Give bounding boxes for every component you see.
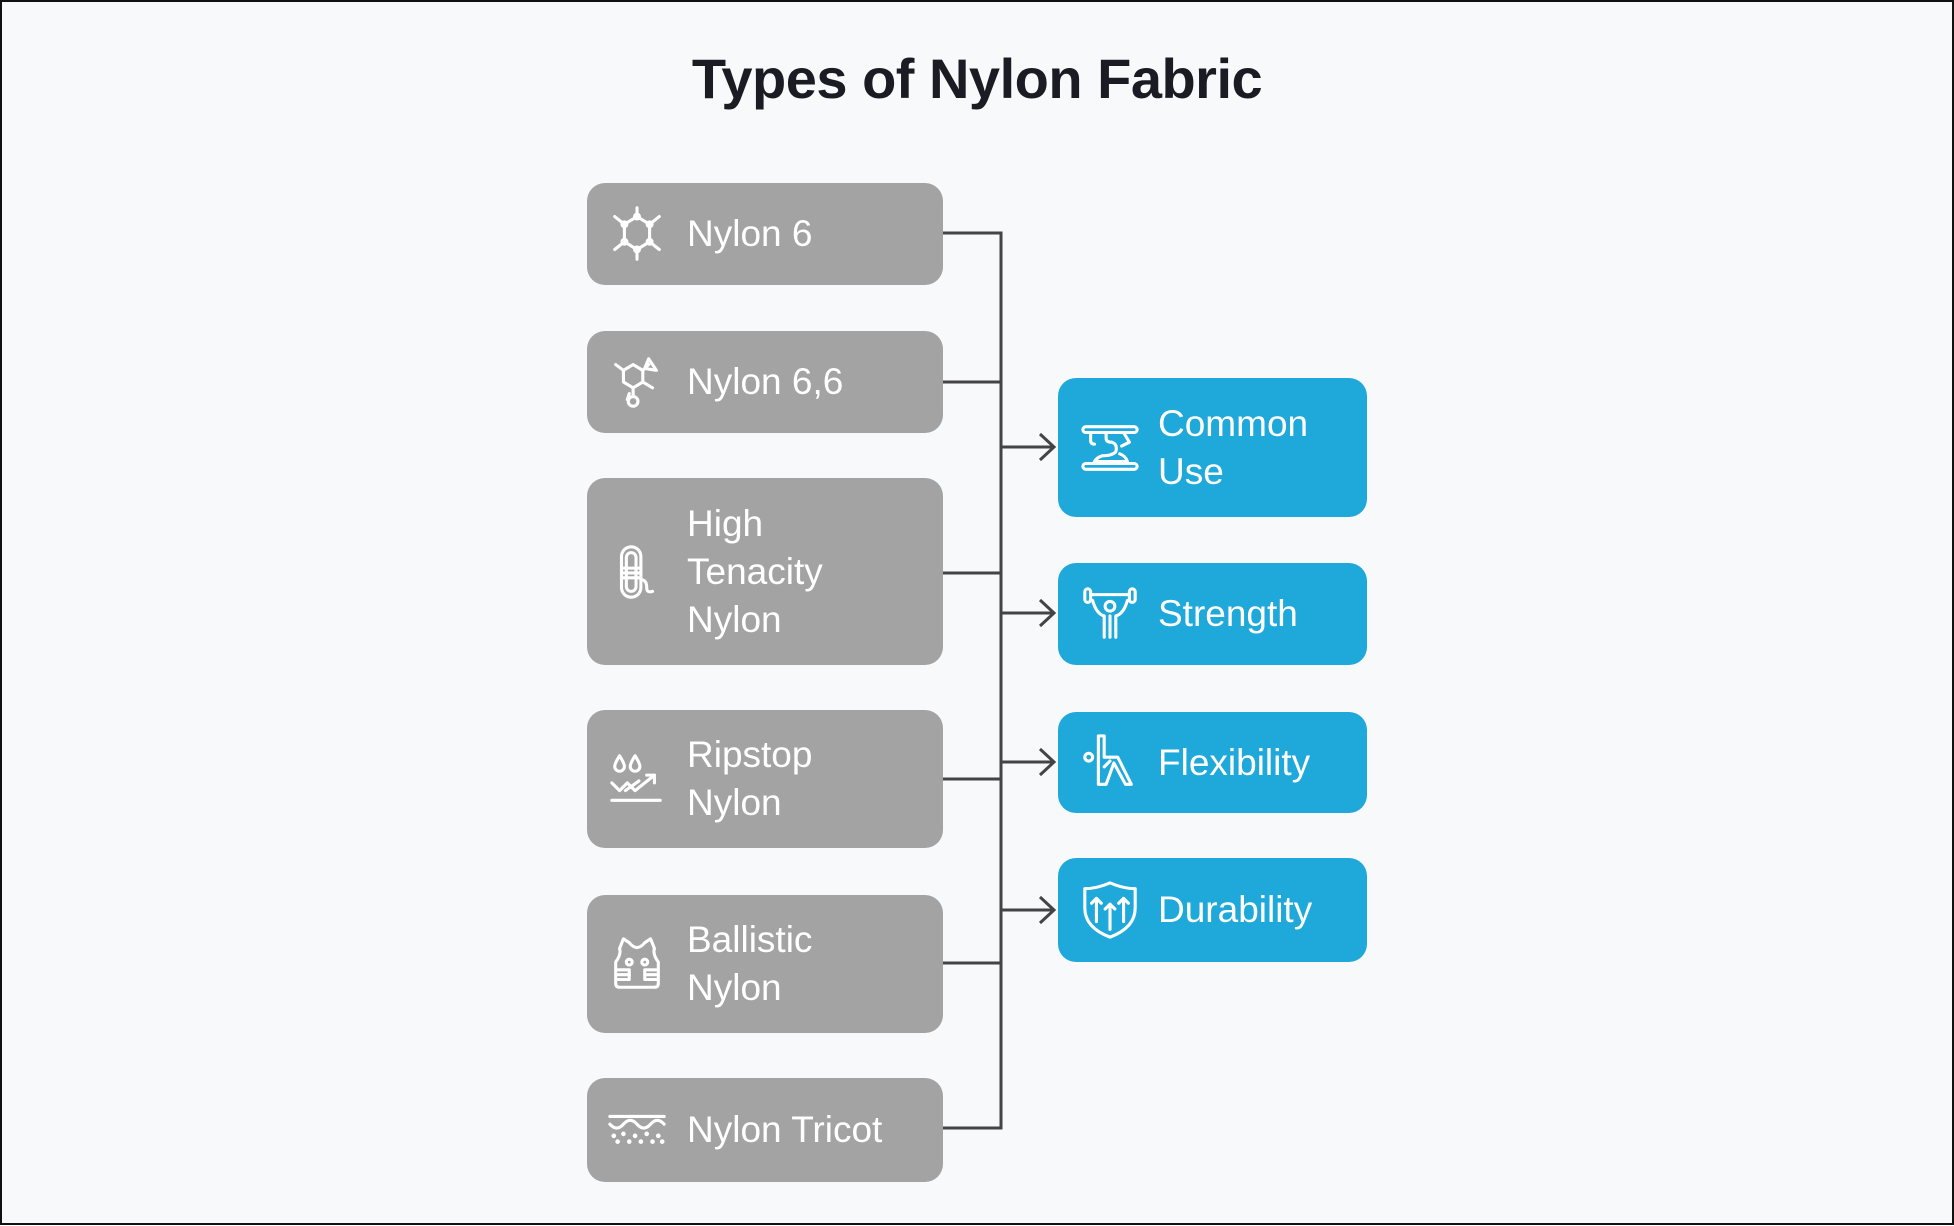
table-workshop-icon <box>1078 416 1142 480</box>
type-node-nylon-6: Nylon 6 <box>587 183 943 285</box>
property-node-strength: Strength <box>1058 563 1367 665</box>
type-label: Ballistic Nylon <box>687 919 813 1008</box>
type-node-ripstop-nylon: Ripstop Nylon <box>587 710 943 848</box>
type-node-ballistic-nylon: Ballistic Nylon <box>587 895 943 1033</box>
rope-coil-icon <box>605 540 669 604</box>
branched-molecule-icon <box>605 350 669 414</box>
type-node-nylon-6-6: Nylon 6,6 <box>587 331 943 433</box>
hexagon-molecule-icon <box>605 202 669 266</box>
type-label: Ripstop Nylon <box>687 734 813 823</box>
property-label: Flexibility <box>1158 741 1311 783</box>
property-node-flexibility: Flexibility <box>1058 712 1367 813</box>
weightlifter-icon <box>1078 582 1142 646</box>
property-node-common-use: Common Use <box>1058 378 1367 517</box>
bulletproof-vest-icon <box>605 932 669 996</box>
type-label: Nylon 6 <box>687 213 813 254</box>
property-label: Strength <box>1158 593 1298 634</box>
water-drops-trend-icon <box>605 747 669 811</box>
property-label: Durability <box>1158 889 1313 930</box>
type-label: Nylon Tricot <box>687 1109 883 1150</box>
type-node-nylon-tricot: Nylon Tricot <box>587 1078 943 1182</box>
property-node-durability: Durability <box>1058 858 1367 962</box>
property-label: Common Use <box>1158 402 1309 492</box>
shield-arrows-icon <box>1078 878 1142 942</box>
fabric-texture-icon <box>605 1098 669 1162</box>
type-label: Nylon 6,6 <box>687 361 844 402</box>
type-node-high-tenacity-nylon: High Tenacity Nylon <box>587 478 943 665</box>
stretching-person-icon <box>1078 731 1142 795</box>
type-label: High Tenacity Nylon <box>687 502 823 640</box>
diagram-title: Types of Nylon Fabric <box>691 47 1263 110</box>
